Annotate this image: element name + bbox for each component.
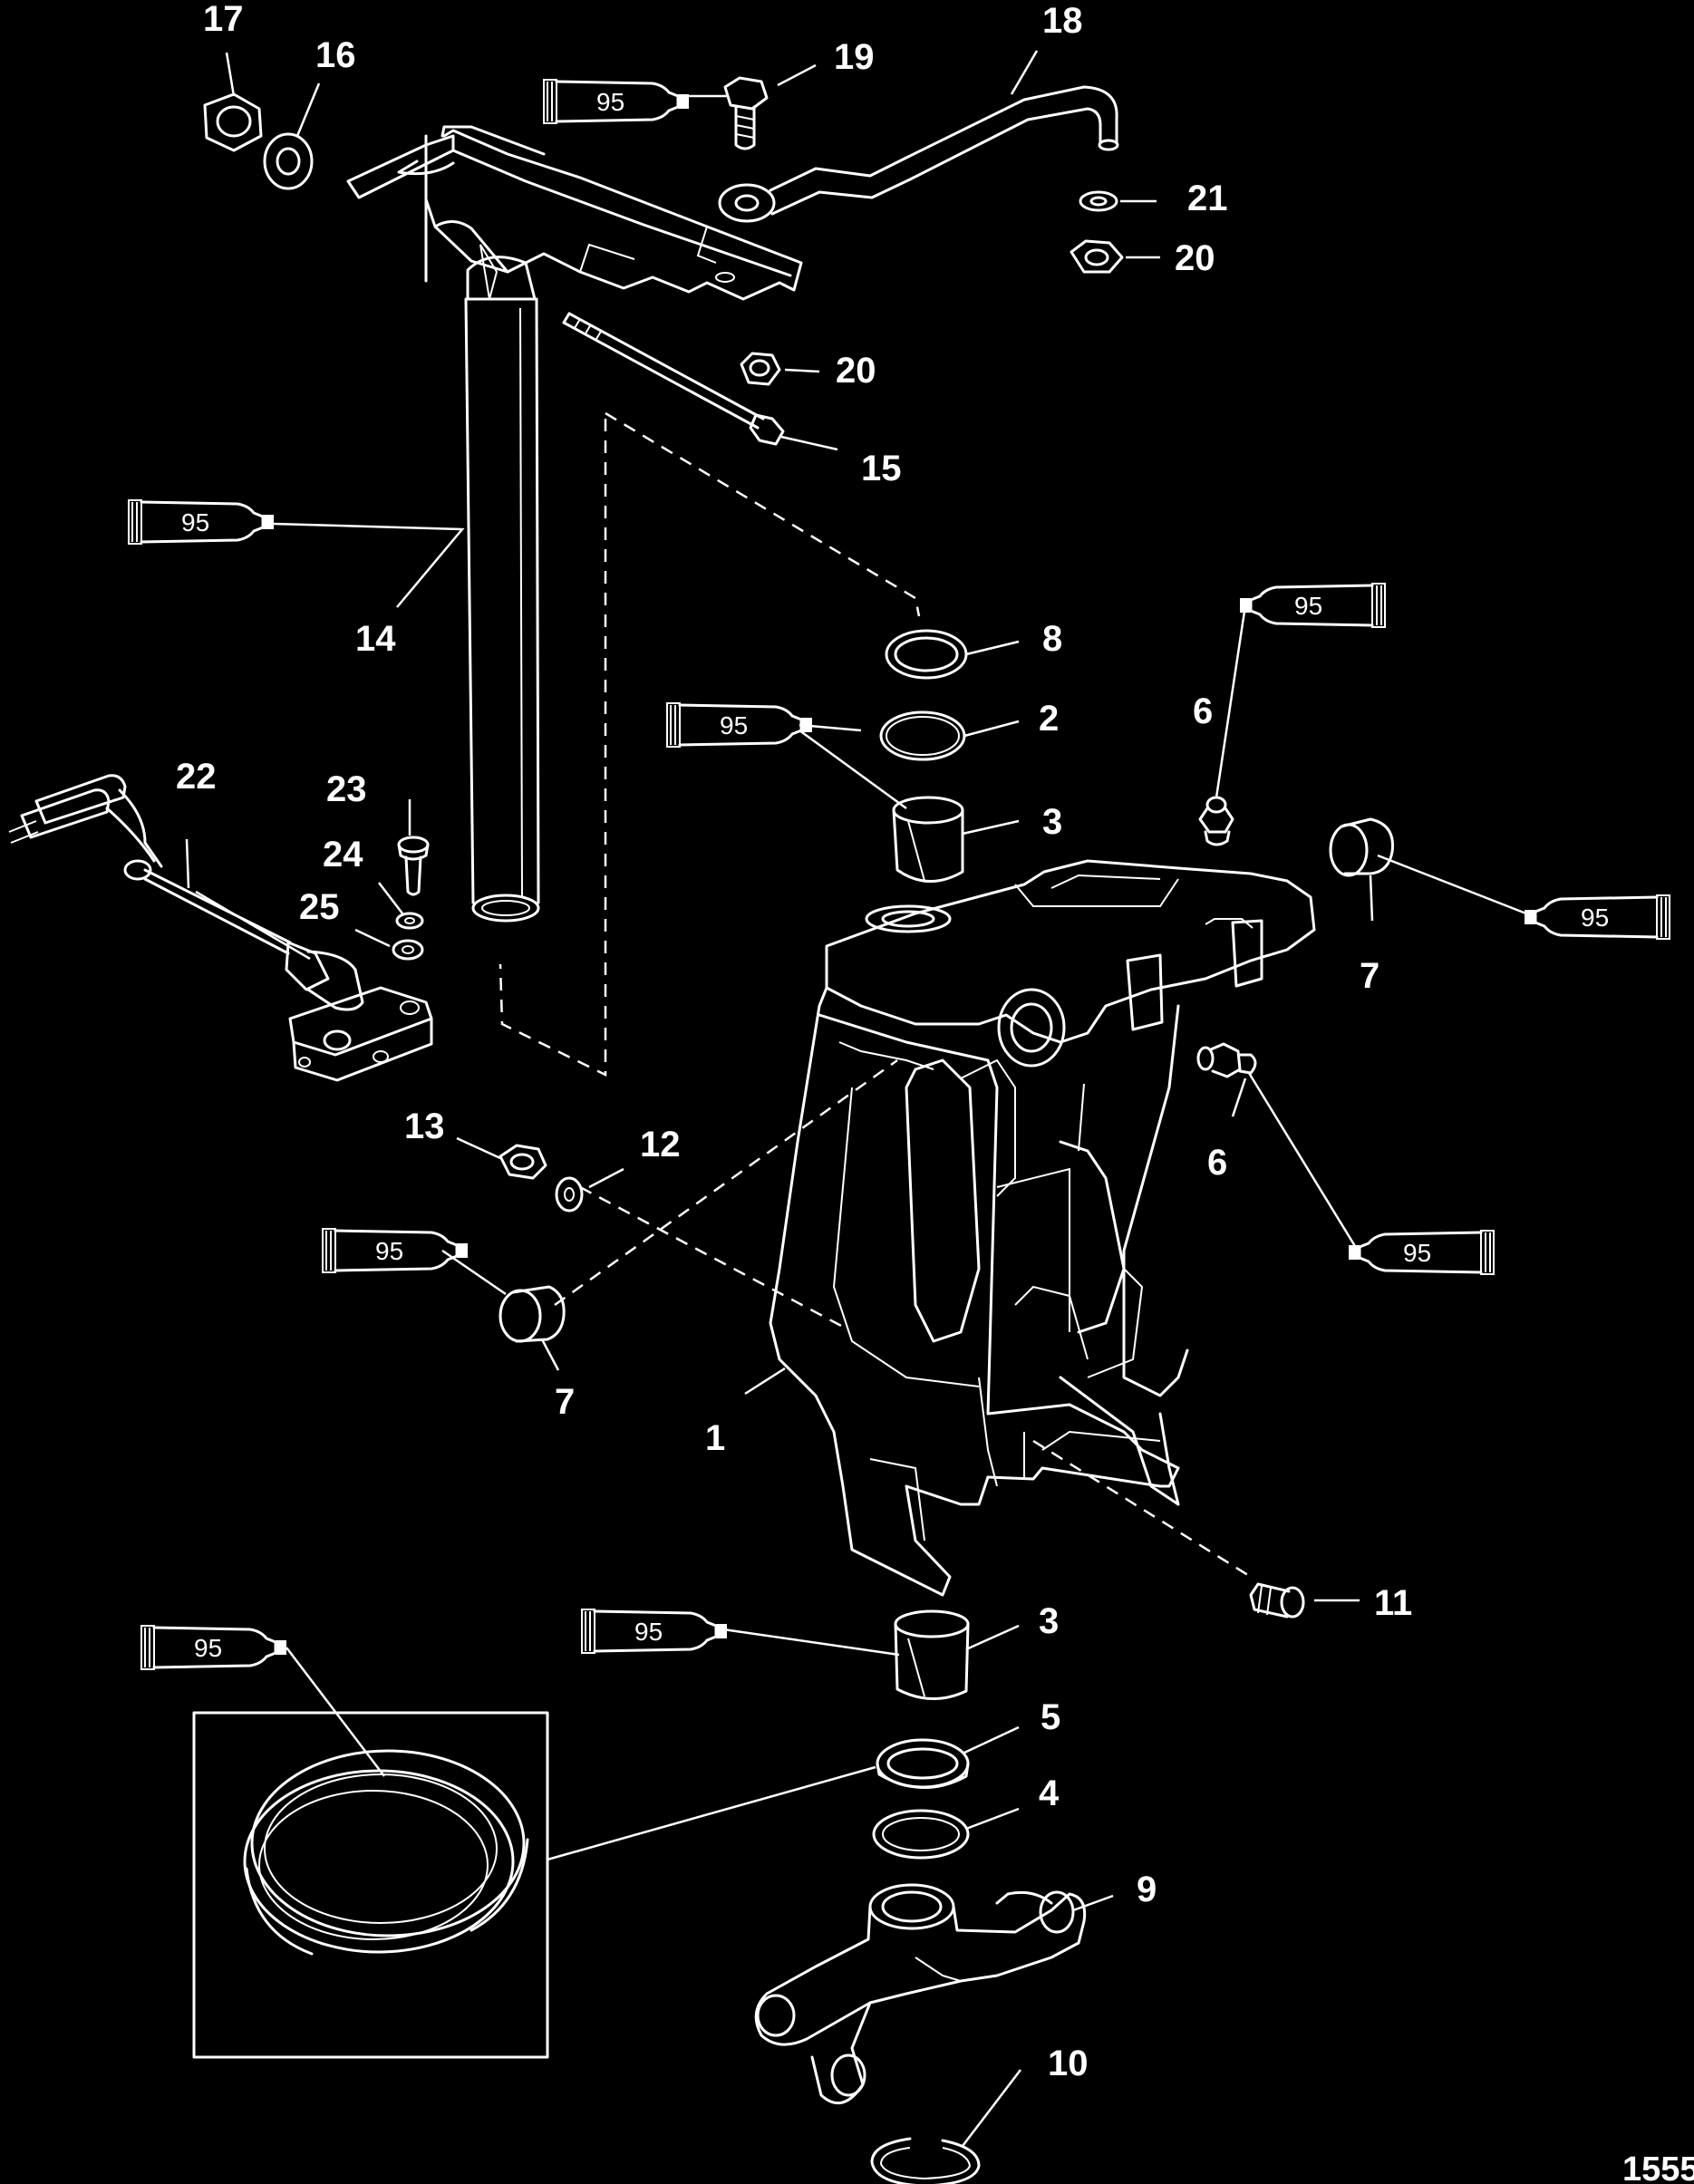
callout-3-lower: 3 (1039, 1601, 1059, 1641)
part-18-link-rod (718, 85, 1119, 223)
callout-12: 12 (640, 1125, 681, 1164)
part-14-steering-arm (346, 125, 803, 301)
part-17-nut (203, 92, 263, 152)
callout-7-right: 7 (1360, 956, 1379, 996)
callout-6-lower: 6 (1207, 1143, 1227, 1183)
part-11-screw (1249, 1582, 1305, 1619)
sealant-tube-19: 95 (542, 78, 691, 125)
callout-20-lower: 20 (836, 351, 876, 391)
part-7-bushing-right (1329, 817, 1394, 877)
callout-7-left: 7 (555, 1382, 575, 1422)
callout-25: 25 (299, 887, 340, 927)
part-6-fitting-top (1198, 796, 1234, 846)
callout-14: 14 (355, 619, 396, 659)
part-24-lockwasher (395, 912, 424, 930)
sealant-tube-6-top-label: 95 (1294, 592, 1322, 620)
callout-8: 8 (1042, 619, 1062, 659)
callout-9: 9 (1137, 1870, 1157, 1909)
callout-11: 11 (1374, 1583, 1412, 1623)
part-1-swivel-bracket (769, 859, 1316, 1597)
callout-10: 10 (1048, 2044, 1089, 2083)
leader-lines (185, 50, 1536, 2147)
part-22-sensor-harness (8, 774, 433, 1082)
part-21-washer (1079, 190, 1118, 212)
svg-text:95: 95 (181, 508, 209, 536)
callout-4: 4 (1039, 1773, 1060, 1813)
callout-16: 16 (315, 35, 356, 75)
part-3-bushing-lower (894, 1609, 970, 1700)
part-3-bushing-upper (892, 796, 964, 883)
part-6-fitting-bottom (1196, 1042, 1257, 1078)
part-15-stud (562, 312, 785, 446)
sealant-tube-7-left: 95 (321, 1227, 469, 1274)
part-19-bolt (723, 76, 769, 150)
sealant-tube-3-bottom: 95 (580, 1608, 729, 1655)
callout-labels: 17 16 19 18 21 20 20 15 14 8 2 6 3 22 23… (176, 0, 1412, 2083)
part-2-o-ring (879, 710, 966, 761)
sealant-tube-5: 95 (140, 1624, 288, 1671)
callout-1: 1 (705, 1418, 725, 1458)
callout-19: 19 (834, 37, 875, 77)
callout-15: 15 (861, 449, 902, 488)
sealant-tube-7-right-label: 95 (1581, 904, 1609, 932)
sealant-tube-14: 95 (127, 498, 276, 546)
figure-number: 1555 (1622, 2150, 1694, 2184)
part-8-seal-ring (885, 629, 968, 680)
part-4-washer (872, 1809, 970, 1860)
callout-18: 18 (1042, 1, 1083, 41)
callout-13: 13 (404, 1106, 445, 1146)
callout-17: 17 (203, 0, 244, 39)
part-12-washer (555, 1176, 584, 1213)
svg-text:95: 95 (375, 1237, 403, 1265)
svg-text:95: 95 (634, 1618, 663, 1646)
svg-text:95: 95 (596, 88, 624, 116)
part-20-nut-upper (1070, 239, 1124, 274)
sealant-tube-6-bottom-label: 95 (1403, 1239, 1431, 1267)
part-7-bushing-left (499, 1285, 566, 1343)
callout-22: 22 (176, 757, 217, 797)
callout-2: 2 (1039, 699, 1059, 739)
part-23-screw (397, 836, 430, 896)
callout-24: 24 (323, 835, 363, 875)
part-16-washer (263, 132, 314, 190)
callout-3-upper: 3 (1042, 802, 1062, 842)
part-5-seal (876, 1738, 970, 1789)
part-25-washer (392, 939, 424, 961)
inset-detail-seal (192, 1711, 549, 2059)
svg-text:95: 95 (194, 1634, 222, 1662)
callout-6-upper: 6 (1193, 691, 1213, 731)
alignment-lines (499, 411, 1252, 1579)
part-13-nut (499, 1144, 547, 1180)
part-20-nut-lower (740, 352, 781, 386)
part-9-steering-yoke (754, 1883, 1087, 2104)
svg-text:95: 95 (720, 711, 748, 739)
sealant-tube-2: 95 (665, 701, 814, 749)
callout-20-upper: 20 (1175, 238, 1215, 278)
callout-5: 5 (1041, 1697, 1060, 1737)
part-10-retaining-ring (870, 2137, 981, 2184)
part-14-steering-tube (464, 297, 540, 923)
callout-21: 21 (1187, 179, 1228, 218)
callout-23: 23 (326, 769, 367, 809)
